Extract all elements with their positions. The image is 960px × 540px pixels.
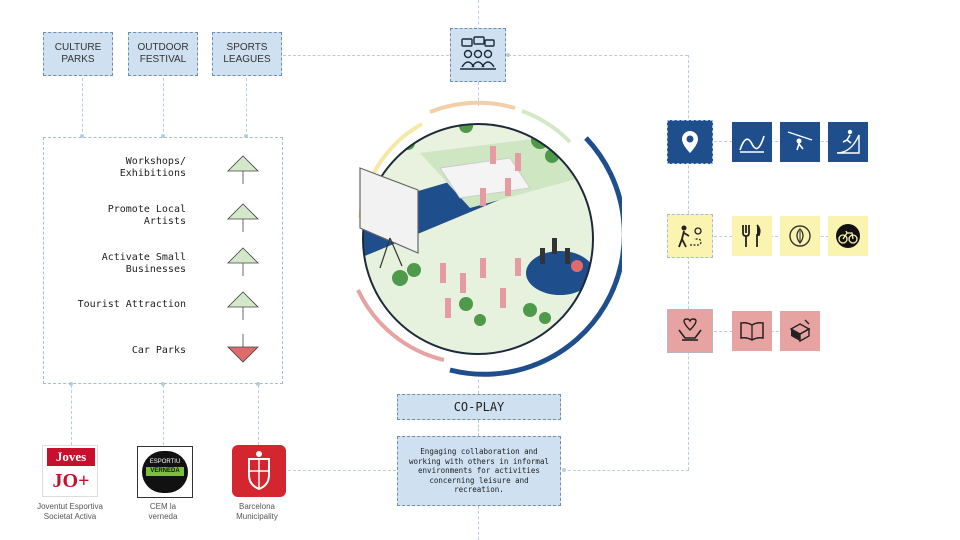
barcelona-logo xyxy=(232,445,286,497)
joves-logo-sub: JO+ xyxy=(52,470,90,492)
connector-line xyxy=(82,78,83,137)
connector-dot xyxy=(506,53,510,57)
sports-leagues-box: SPORTS LEAGUES xyxy=(212,32,282,76)
impact-row: Tourist Attraction xyxy=(44,291,284,334)
connector-line xyxy=(714,236,834,237)
connector-dot xyxy=(161,134,165,138)
impact-label: Tourist Attraction xyxy=(77,299,186,310)
connector-line xyxy=(71,385,72,445)
joves-logo: Joves JO+ xyxy=(42,445,98,497)
arrow-down-icon xyxy=(227,334,259,363)
open-book-icon-tile xyxy=(732,311,772,351)
connector-line xyxy=(246,78,247,137)
crafts-icon xyxy=(789,319,811,343)
bicycle-icon-tile xyxy=(828,216,868,256)
verneda-logo-text: ESPORTIU xyxy=(149,459,181,465)
connector-dot xyxy=(256,382,260,386)
impact-label: Car Parks xyxy=(131,345,186,356)
connector-line xyxy=(288,470,396,471)
connector-line xyxy=(508,55,688,56)
leaf-icon xyxy=(789,225,811,247)
arrow-up-icon xyxy=(227,155,259,184)
cutlery-icon xyxy=(742,224,761,247)
arrow-up-icon xyxy=(227,247,259,276)
verneda-logo: ESPORTIU VERNEDA xyxy=(137,446,193,498)
rollercoaster-icon xyxy=(739,135,765,153)
connector-line xyxy=(563,470,689,471)
community-meeting-icon xyxy=(460,36,496,70)
rollercoaster-icon-tile xyxy=(732,122,772,162)
connector-dot xyxy=(562,468,566,472)
impact-row: Workshops/ Exhibitions xyxy=(44,152,284,192)
culture-parks-box: CULTURE PARKS xyxy=(43,32,113,76)
connector-dot xyxy=(69,382,73,386)
verneda-logo-sub: VERNEDA xyxy=(146,467,184,476)
connector-line xyxy=(714,141,834,142)
co-play-title: CO-PLAY xyxy=(397,394,561,420)
location-pin-icon-tile xyxy=(667,120,713,164)
heart-hands-icon-tile xyxy=(667,309,713,353)
hiking-route-icon xyxy=(678,225,702,248)
open-book-icon xyxy=(740,322,764,341)
connector-line xyxy=(283,55,449,56)
verneda-caption: CEM la verneda xyxy=(148,502,178,521)
bicycle-icon xyxy=(836,224,860,248)
arrow-up-icon xyxy=(227,203,259,232)
heart-hands-icon xyxy=(678,318,702,341)
barcelona-caption: Barcelona Municipality xyxy=(236,502,278,521)
cutlery-icon-tile xyxy=(732,216,772,256)
joves-logo-text: Joves xyxy=(47,448,95,466)
co-play-illustration xyxy=(356,100,622,377)
skating-ramp-icon-tile xyxy=(828,122,868,162)
connector-line xyxy=(478,420,479,436)
location-pin-icon xyxy=(682,131,698,153)
co-play-description: Engaging collaboration and working with … xyxy=(397,436,561,506)
barcelona-shield-icon xyxy=(248,451,270,491)
crafts-icon-tile xyxy=(780,311,820,351)
connector-line xyxy=(163,385,164,445)
impact-label: Workshops/ Exhibitions xyxy=(119,156,186,179)
zipline-icon xyxy=(787,131,813,151)
skating-ramp-icon xyxy=(836,129,860,154)
hiking-route-icon-tile xyxy=(667,214,713,258)
leaf-icon-tile xyxy=(780,216,820,256)
connector-line xyxy=(478,0,479,30)
zipline-icon-tile xyxy=(780,122,820,162)
connector-line xyxy=(688,55,689,470)
connector-dot xyxy=(244,134,248,138)
outdoor-festival-box: OUTDOOR FESTIVAL xyxy=(128,32,198,76)
connector-line xyxy=(258,385,259,445)
joves-caption: Joventut Esportiva Societat Activa xyxy=(37,502,103,521)
impact-row: Activate Small Businesses xyxy=(44,247,284,288)
connector-line xyxy=(163,78,164,137)
connector-dot xyxy=(161,382,165,386)
impact-row: Car Parks xyxy=(44,334,284,380)
connector-line xyxy=(478,374,479,394)
impact-label: Activate Small Businesses xyxy=(101,252,186,275)
impacts-panel: Workshops/ Exhibitions Promote Local Art… xyxy=(43,137,283,384)
co-play-description-text: Engaging collaboration and working with … xyxy=(409,447,549,495)
impact-label: Promote Local Artists xyxy=(107,204,186,227)
impact-row: Promote Local Artists xyxy=(44,200,284,240)
connector-line xyxy=(478,506,479,540)
community-icon-tile xyxy=(450,28,506,82)
connector-line xyxy=(478,82,479,106)
connector-dot xyxy=(80,134,84,138)
arrow-up-icon xyxy=(227,291,259,320)
